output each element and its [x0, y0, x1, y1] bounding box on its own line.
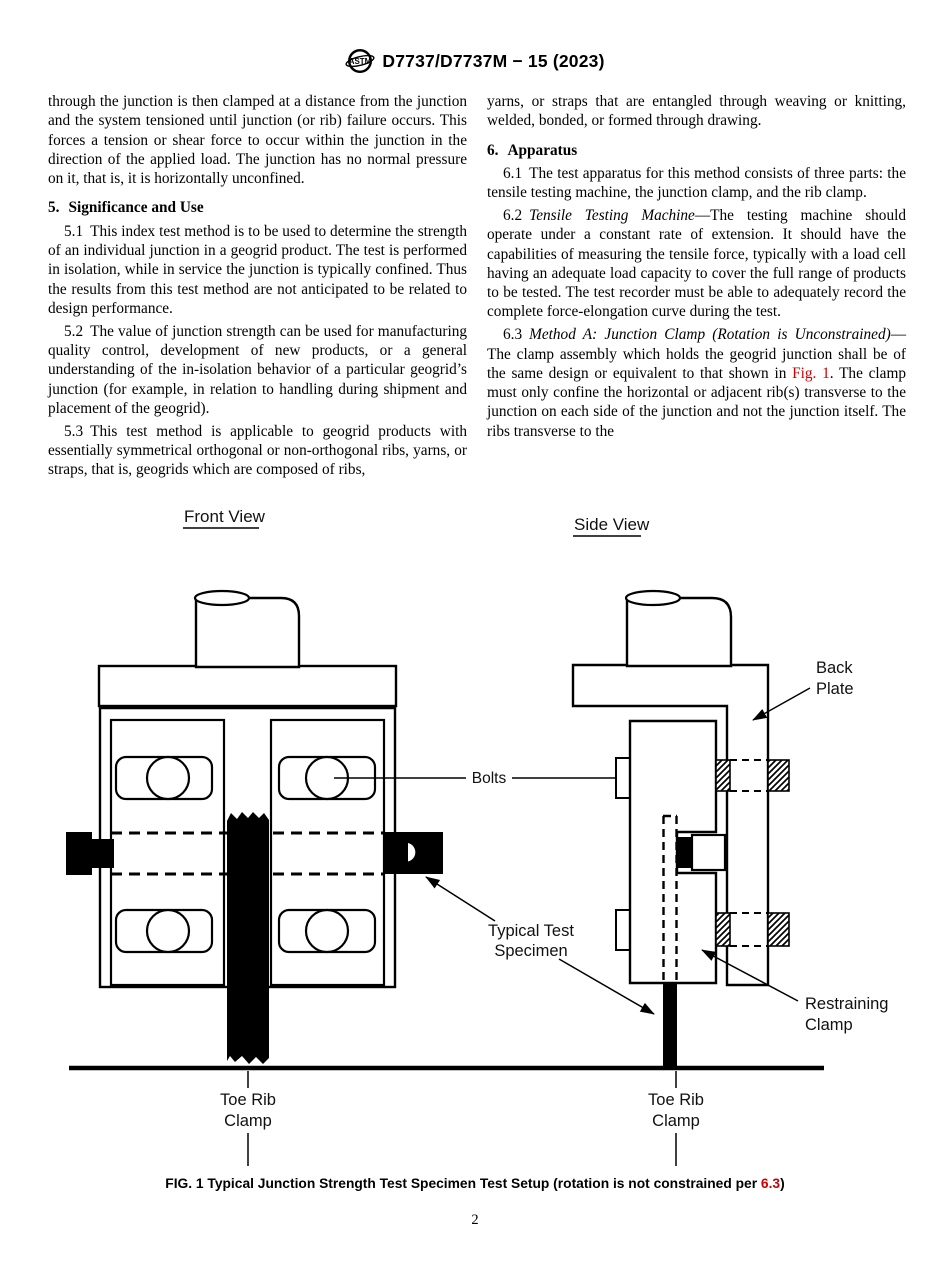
label-back-plate-line1: Back — [816, 659, 853, 677]
junction-keeper-block — [690, 833, 727, 872]
right-column: yarns, or straps that are entangled thro… — [487, 92, 906, 483]
right-knob-notch — [408, 843, 416, 862]
label-toe-rib-clamp-side-line1: Toe Rib — [648, 1091, 704, 1109]
left-column: through the junction is then clamped at … — [48, 92, 467, 483]
right-clamp-knob — [384, 832, 443, 874]
standard-designation: D7737/D7737M − 15 (2023) — [382, 50, 605, 71]
label-toe-rib-clamp-side-line2: Clamp — [652, 1112, 700, 1130]
bolt-bottom-left — [145, 908, 191, 954]
restraining-clamp-leader — [701, 949, 799, 1002]
italic-term-tensile-testing-machine: Tensile Testing Machine — [529, 206, 695, 224]
top-plate — [97, 664, 398, 708]
label-bolts: Bolts — [472, 770, 507, 787]
back-plate — [571, 663, 770, 987]
front-view-title: Front View — [184, 507, 266, 526]
clamp-tab-lower — [615, 909, 631, 951]
page-number: 2 — [471, 1212, 479, 1228]
label-back-plate-line2: Plate — [816, 680, 854, 698]
bolt-hatch-lower-outer — [767, 912, 790, 947]
specimen-leader-side — [558, 958, 655, 1015]
leader-lines — [247, 687, 811, 1166]
bolt-hatch-upper-outer — [767, 759, 790, 792]
bolt-hatch-upper-inner — [715, 759, 731, 792]
bolt-hatch-lower-inner — [715, 912, 731, 947]
junction-rib-cross-section — [677, 837, 692, 868]
side-view — [571, 589, 790, 1067]
crosshead-rod — [194, 596, 301, 669]
label-toe-rib-clamp-front-line2: Clamp — [224, 1112, 272, 1130]
bolt-shaft-hidden-lines — [730, 759, 768, 947]
left-clamp-knob — [66, 832, 114, 875]
bolt-top-left — [145, 755, 191, 801]
italic-term-method-a: Method A: Junction Clamp (Rotation is Un… — [529, 326, 891, 344]
caption-crossref-link[interactable]: 6.3 — [760, 1176, 781, 1191]
bolt-bottom-right — [304, 908, 350, 954]
specimen-vertical-rib — [227, 812, 269, 1064]
label-restraining-clamp-line1: Restraining — [805, 995, 888, 1013]
body-text: through the junction is then clamped at … — [48, 92, 906, 483]
paragraph-intro-continuation: through the junction is then clamped at … — [48, 93, 467, 188]
specimen-hidden-outline — [662, 814, 678, 983]
label-typical-test-specimen-line2: Specimen — [494, 942, 567, 960]
back-plate-leader — [752, 687, 811, 721]
page-header: ASTM D7737/D7737M − 15 (2023) — [0, 46, 950, 76]
side-specimen-strip — [663, 983, 677, 1067]
section-heading-6: 6.Apparatus — [487, 141, 578, 159]
label-restraining-clamp-line2: Clamp — [805, 1016, 853, 1034]
clamp-tab-upper — [615, 757, 631, 799]
figure-caption: FIG. 1 Typical Junction Strength Test Sp… — [165, 1176, 785, 1191]
side-crosshead-rod-top-face — [624, 589, 682, 607]
paragraph-5-3-continuation: yarns, or straps that are entangled thro… — [487, 93, 906, 130]
specimen-leader-front — [425, 876, 496, 922]
astm-logo-text: ASTM — [349, 57, 372, 66]
label-toe-rib-clamp-front-line1: Toe Rib — [220, 1091, 276, 1109]
side-view-title: Side View — [574, 515, 650, 534]
side-crosshead-rod — [625, 596, 733, 668]
crosshead-rod-top-face — [193, 589, 251, 607]
astm-logo: ASTM — [345, 49, 375, 73]
section-heading-5: 5.Significance and Use — [48, 199, 204, 217]
fig-1-crossref-link[interactable]: Fig. 1 — [792, 364, 830, 382]
label-typical-test-specimen-line1: Typical Test — [488, 922, 574, 940]
front-view — [66, 589, 443, 1064]
